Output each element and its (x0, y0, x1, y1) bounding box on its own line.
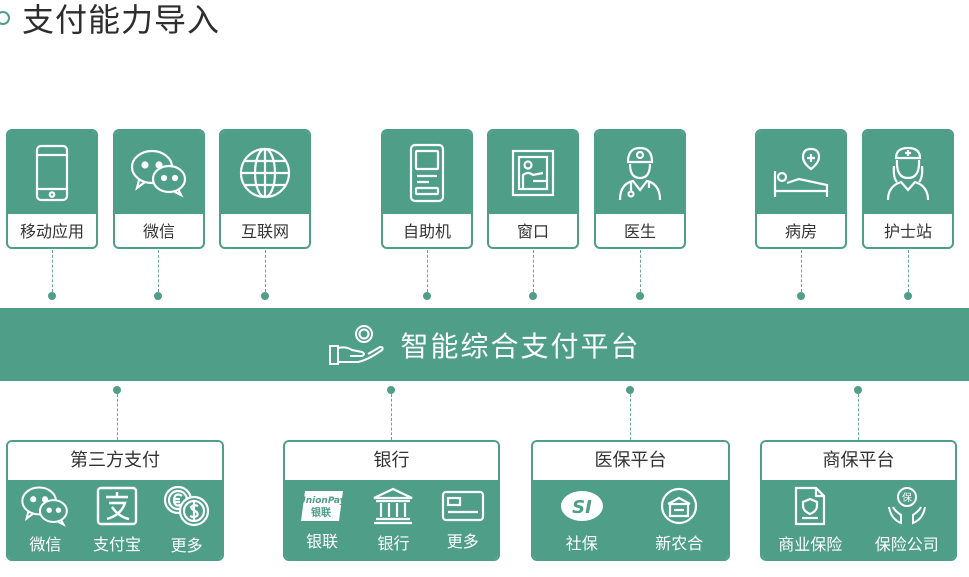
pay-item-card: 更多 (440, 488, 486, 552)
group-third-party-pay: 第三方支付 微信 支付宝 (6, 440, 224, 561)
social-security-icon: SI (560, 490, 603, 521)
insurance-company-icon: 保 (887, 486, 926, 524)
node-internet: 互联网 (219, 129, 311, 249)
connector-dot (854, 386, 862, 394)
connector-dot (797, 292, 805, 300)
group-title: 医保平台 (533, 442, 728, 480)
pay-item-rural-coop: 新农合 (655, 486, 703, 554)
connector-dot (48, 292, 56, 300)
pay-item-social-security: SI 社保 (558, 486, 606, 554)
item-label: 商业保险 (778, 534, 843, 554)
node-nurse-station: 护士站 (862, 129, 954, 249)
pay-item-alipay: 支付宝 (93, 485, 141, 555)
connector-line (427, 250, 428, 292)
node-window: 窗口 (487, 129, 579, 249)
pay-item-bank: 银行 (371, 486, 415, 554)
coins-icon (163, 485, 209, 526)
node-label: 互联网 (240, 222, 289, 241)
connector-line (117, 394, 118, 440)
connector-line (533, 250, 534, 292)
connector-line (858, 394, 859, 440)
node-label: 窗口 (516, 222, 549, 241)
item-label: 银联 (306, 531, 339, 551)
wechat-icon (21, 486, 69, 527)
node-mobile-app: 移动应用 (6, 129, 98, 249)
connector-dot (387, 386, 395, 394)
item-label: 微信 (29, 534, 62, 554)
node-doctor: 医生 (594, 129, 686, 249)
node-wechat: 微信 (113, 129, 205, 249)
doctor-icon (618, 146, 662, 200)
pay-item-more: 更多 (162, 484, 212, 556)
group-title: 银行 (285, 442, 498, 480)
group-title: 商保平台 (762, 442, 955, 480)
node-ward: 病房 (755, 129, 847, 249)
hand-coin-icon (329, 324, 385, 365)
connector-dot (113, 386, 121, 394)
connector-line (630, 394, 631, 440)
pay-item-insurance-company: 保 保险公司 (875, 485, 939, 555)
unionpay-logo-text: UnionPay (299, 496, 347, 506)
ward-bed-icon (773, 147, 829, 197)
card-icon (441, 490, 484, 521)
node-label: 病房 (784, 222, 817, 241)
page-title-group: 支付能力导入 (0, 0, 220, 42)
connector-line (52, 250, 53, 292)
alipay-icon (96, 486, 138, 525)
connector-line (391, 394, 392, 440)
circle-icon (0, 11, 10, 25)
page-title: 支付能力导入 (22, 1, 221, 39)
smartphone-icon (35, 144, 69, 201)
rural-coop-icon (661, 487, 698, 524)
connector-dot (636, 292, 644, 300)
node-kiosk: 自助机 (381, 129, 473, 249)
group-bank: 银行 UnionPay 银联 银联 银行 (283, 440, 500, 561)
node-label: 自助机 (402, 222, 451, 241)
bank-icon (374, 487, 413, 524)
globe-icon (239, 147, 291, 198)
platform-band: 智能综合支付平台 (0, 308, 969, 381)
connector-line (801, 250, 802, 292)
connector-line (265, 250, 266, 292)
item-label: 更多 (170, 535, 203, 555)
group-medical-insurance: 医保平台 SI 社保 新农合 (531, 440, 730, 561)
kiosk-icon (409, 143, 445, 202)
platform-label: 智能综合支付平台 (400, 329, 641, 363)
item-label: 银行 (377, 533, 410, 553)
unionpay-icon: UnionPay 银联 (299, 490, 347, 521)
connector-dot (261, 292, 269, 300)
connector-dot (154, 292, 162, 300)
wechat-icon (130, 149, 187, 197)
connector-dot (423, 292, 431, 300)
connector-line (640, 250, 641, 292)
item-label: 新农合 (655, 533, 704, 553)
node-label: 护士站 (883, 222, 932, 241)
node-label: 微信 (142, 222, 175, 241)
node-label: 移动应用 (19, 222, 84, 241)
connector-line (908, 250, 909, 292)
connector-dot (904, 292, 912, 300)
node-label: 医生 (623, 222, 656, 241)
connector-dot (529, 292, 537, 300)
item-label: 更多 (446, 531, 479, 551)
insurance-document-icon (795, 486, 826, 525)
connector-line (158, 250, 159, 292)
item-label: 支付宝 (92, 534, 141, 554)
pay-item-wechat: 微信 (18, 485, 72, 555)
item-label: 社保 (565, 533, 598, 553)
group-title: 第三方支付 (8, 442, 222, 480)
nurse-icon (886, 146, 930, 200)
item-label: 保险公司 (874, 534, 939, 554)
insurance-logo-text: 保 (902, 491, 912, 504)
connector-dot (626, 386, 634, 394)
pay-item-unionpay: UnionPay 银联 银联 (297, 488, 347, 552)
group-commercial-insurance: 商保平台 商业保险 保 保险公司 (760, 440, 957, 561)
pay-item-commercial-insurance: 商业保险 (778, 485, 842, 555)
service-window-icon (511, 149, 555, 196)
unionpay-logo-text-cn: 银联 (311, 506, 331, 519)
si-logo-text: SI (572, 497, 592, 518)
